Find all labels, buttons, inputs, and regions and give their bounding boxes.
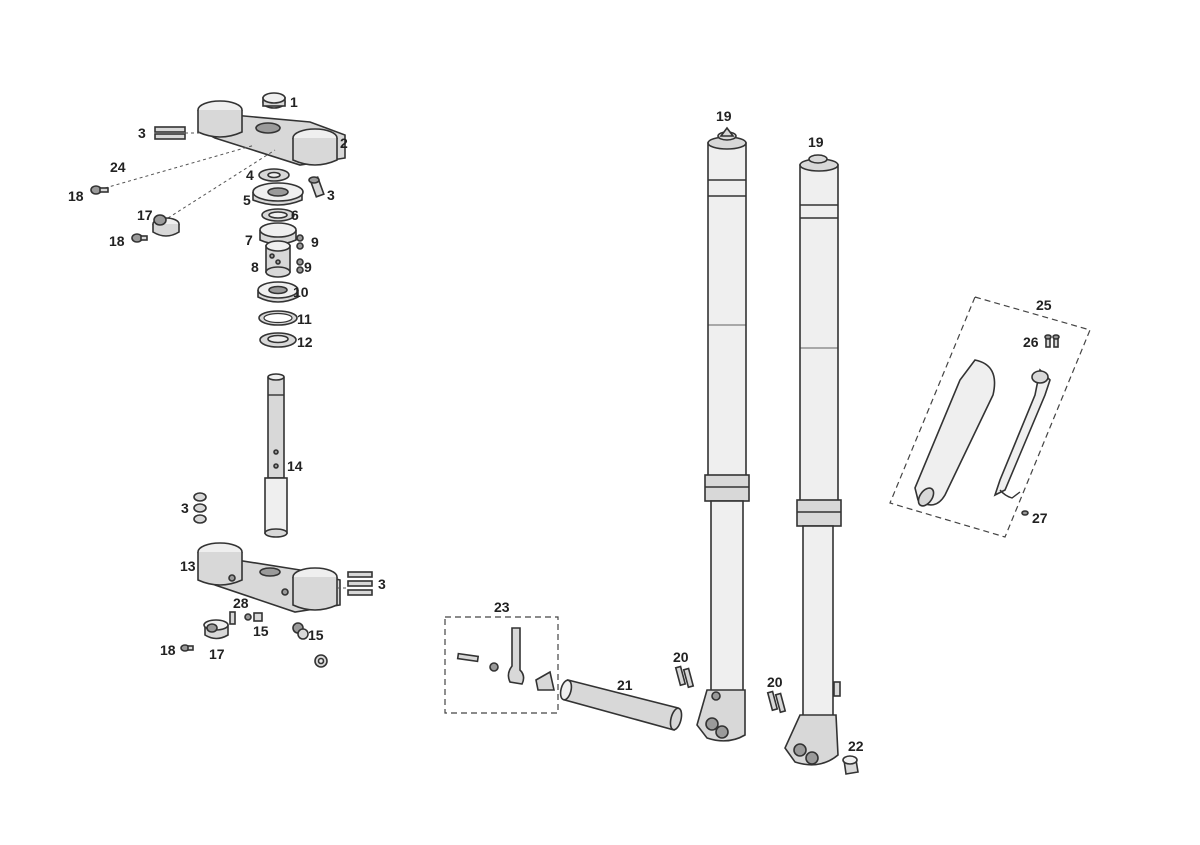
bolts-3-lower-right	[337, 571, 373, 596]
leader-24	[104, 144, 256, 189]
pins-9	[296, 234, 304, 274]
fork-leg-left	[696, 136, 750, 742]
seal-6	[261, 208, 295, 222]
fork-leg-right	[784, 158, 842, 766]
fork-cap-19-left	[717, 126, 737, 141]
label-20-right: 20	[767, 674, 783, 690]
nut-22	[842, 755, 859, 775]
label-26: 26	[1023, 334, 1039, 350]
label-9-lower: 9	[304, 259, 312, 275]
screw-18-lower	[180, 644, 194, 652]
clip-15-right	[292, 622, 309, 640]
label-25: 25	[1036, 297, 1052, 313]
label-3-lower-left: 3	[181, 500, 189, 516]
label-22: 22	[848, 738, 864, 754]
nut-1	[262, 92, 286, 109]
label-9-upper: 9	[311, 234, 319, 250]
leader-17	[167, 149, 276, 219]
label-11: 11	[297, 311, 312, 327]
label-24: 24	[110, 159, 126, 175]
label-6: 6	[291, 207, 299, 223]
label-15-left: 15	[253, 623, 269, 639]
label-13: 13	[180, 558, 196, 574]
bolts-20-left	[674, 665, 695, 689]
label-14: 14	[287, 458, 303, 474]
screw-18-mid	[131, 233, 148, 243]
callout-labels: 1 2 3 24 18 4 3 5 17 6 18 7 9 8 9 10 11 …	[68, 94, 1052, 754]
label-18-lower: 18	[160, 642, 176, 658]
fork-guard-25-left	[914, 359, 996, 507]
bearing-10	[257, 281, 299, 303]
label-17-lower: 17	[209, 646, 225, 662]
label-12: 12	[297, 334, 313, 350]
race-7	[259, 222, 297, 245]
label-20-left: 20	[673, 649, 689, 665]
bolts-3-lower-left	[193, 492, 207, 524]
label-3-upper-right: 3	[327, 187, 335, 203]
label-18-mid: 18	[109, 233, 125, 249]
label-3-upper-left: 3	[138, 125, 146, 141]
label-18-upper: 18	[68, 188, 84, 204]
pin-28	[229, 611, 236, 625]
screw-18-upper	[90, 185, 109, 195]
label-8: 8	[251, 259, 259, 275]
label-17-upper: 17	[137, 207, 153, 223]
bolt-3-upper-right	[308, 176, 325, 198]
label-23: 23	[494, 599, 510, 615]
clip-27	[1021, 510, 1029, 516]
label-10: 10	[293, 284, 309, 300]
fork-cap-19-right	[808, 154, 828, 164]
bolts-3-upper-left	[154, 126, 200, 140]
axle-21	[559, 679, 683, 732]
label-19-left: 19	[716, 108, 732, 124]
label-2: 2	[340, 135, 348, 151]
label-4: 4	[246, 167, 254, 183]
label-7: 7	[245, 232, 253, 248]
ring-11	[258, 310, 298, 326]
clip-15-left	[244, 612, 263, 622]
label-5: 5	[243, 192, 251, 208]
label-21: 21	[617, 677, 633, 693]
dust-cap-17-upper	[152, 214, 180, 237]
label-1: 1	[290, 94, 298, 110]
axle-clamp-parts-23	[456, 627, 555, 691]
label-3-lower-right: 3	[378, 576, 386, 592]
upper-triple-clamp	[197, 100, 346, 166]
bearing-5	[252, 182, 304, 206]
label-28: 28	[233, 595, 249, 611]
kit-box-23	[444, 616, 559, 714]
fork-guard-25-right	[993, 368, 1051, 499]
seal-12	[259, 332, 297, 348]
washer-4	[258, 168, 290, 182]
label-27: 27	[1032, 510, 1048, 526]
kit-box-25	[889, 296, 1091, 538]
sleeve-8	[265, 240, 291, 278]
steering-stem-14	[264, 373, 288, 538]
screws-26	[1044, 334, 1060, 348]
label-15-right: 15	[308, 627, 324, 643]
bolts-20-right	[766, 690, 787, 714]
label-19-right: 19	[808, 134, 824, 150]
dust-cap-17-lower	[203, 619, 229, 640]
nut-lower	[314, 654, 328, 668]
lower-triple-clamp	[197, 542, 341, 613]
